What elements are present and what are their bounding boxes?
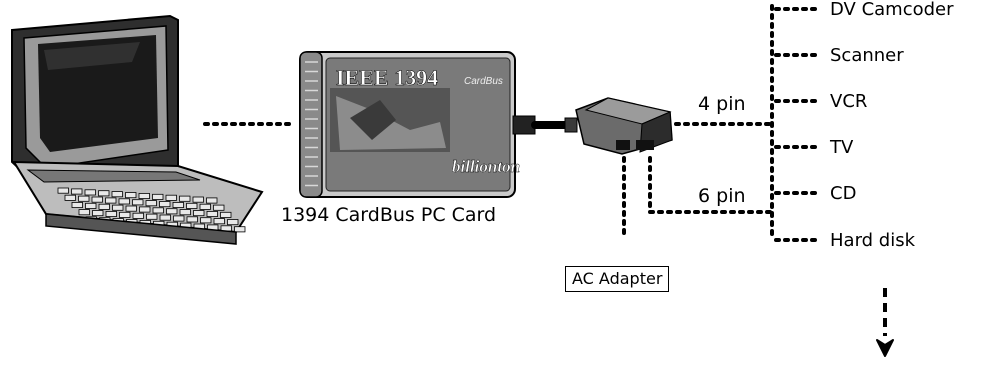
device-scanner: Scanner bbox=[830, 45, 904, 66]
keyboard-key bbox=[119, 211, 131, 218]
keyboard-key bbox=[111, 191, 123, 198]
keyboard-key bbox=[227, 219, 239, 226]
device-vcr: VCR bbox=[830, 91, 868, 112]
device-tv: TV bbox=[830, 137, 854, 158]
device-hard-disk: Hard disk bbox=[830, 230, 916, 251]
keyboard-key bbox=[71, 201, 83, 208]
device-dv-camcoder: DV Camcoder bbox=[830, 0, 954, 20]
keyboard-key bbox=[98, 203, 110, 210]
keyboard-key bbox=[132, 212, 144, 219]
keyboard-key bbox=[92, 210, 104, 217]
keyboard-key bbox=[186, 202, 198, 209]
keyboard-key bbox=[64, 194, 76, 201]
keyboard-key bbox=[91, 196, 103, 203]
ac-adapter-label: AC Adapter bbox=[565, 266, 670, 292]
keyboard-key bbox=[84, 189, 96, 196]
keyboard-key bbox=[193, 210, 205, 217]
keyboard-key bbox=[132, 199, 144, 206]
keyboard-key bbox=[105, 197, 117, 204]
keyboard-key bbox=[159, 201, 171, 208]
keyboard-key bbox=[206, 197, 218, 204]
keyboard-key bbox=[206, 210, 218, 217]
pc-card-illustration: IEEE 1394 CardBus billionton bbox=[299, 51, 520, 198]
keyboard-key bbox=[98, 190, 110, 197]
keyboard-key bbox=[200, 217, 212, 224]
keyboard-key bbox=[146, 213, 158, 220]
keyboard-key bbox=[199, 203, 211, 210]
keyboard-key bbox=[165, 194, 177, 201]
keyboard-key bbox=[125, 192, 137, 199]
keyboard-key bbox=[179, 209, 191, 216]
card-pin-grooves bbox=[305, 61, 318, 187]
pin6-label: 6 pin bbox=[698, 185, 746, 207]
keyboard-key bbox=[192, 196, 204, 203]
card-caption: 1394 CardBus PC Card bbox=[281, 204, 497, 226]
keyboard-key bbox=[213, 218, 225, 225]
keyboard-key bbox=[145, 200, 157, 207]
keyboard-key bbox=[159, 214, 171, 221]
keyboard-key bbox=[138, 192, 150, 199]
keyboard-key bbox=[152, 207, 164, 214]
keyboard-key bbox=[172, 201, 184, 208]
keyboard-key bbox=[213, 204, 225, 211]
keyboard-key bbox=[220, 211, 232, 218]
card-title: IEEE 1394 bbox=[336, 65, 438, 90]
keyboard-key bbox=[234, 226, 246, 233]
keyboard-key bbox=[112, 204, 124, 211]
laptop-illustration bbox=[11, 14, 264, 245]
card-subtitle: CardBus bbox=[464, 76, 503, 87]
keyboard-key bbox=[57, 187, 69, 194]
pin4-label: 4 pin bbox=[698, 93, 746, 115]
keyboard-key bbox=[78, 209, 90, 216]
card-cable bbox=[512, 115, 578, 135]
keyboard-key bbox=[125, 205, 137, 212]
keyboard-key bbox=[166, 208, 178, 215]
keyboard-key bbox=[139, 206, 151, 213]
keyboard-key bbox=[186, 216, 198, 223]
keyboard-key bbox=[71, 188, 83, 195]
keyboard-key bbox=[85, 202, 97, 209]
keyboard-key bbox=[105, 210, 117, 217]
hub-links bbox=[622, 4, 820, 242]
card-brand: billionton bbox=[452, 157, 520, 176]
keyboard bbox=[57, 187, 246, 233]
expansion-arrow bbox=[876, 288, 894, 357]
keyboard-key bbox=[78, 195, 90, 202]
device-cd: CD bbox=[830, 183, 857, 204]
hub-illustration bbox=[575, 97, 673, 155]
keyboard-key bbox=[179, 195, 191, 202]
keyboard-key bbox=[173, 215, 185, 222]
keyboard-key bbox=[118, 198, 130, 205]
keyboard-key bbox=[152, 193, 164, 200]
